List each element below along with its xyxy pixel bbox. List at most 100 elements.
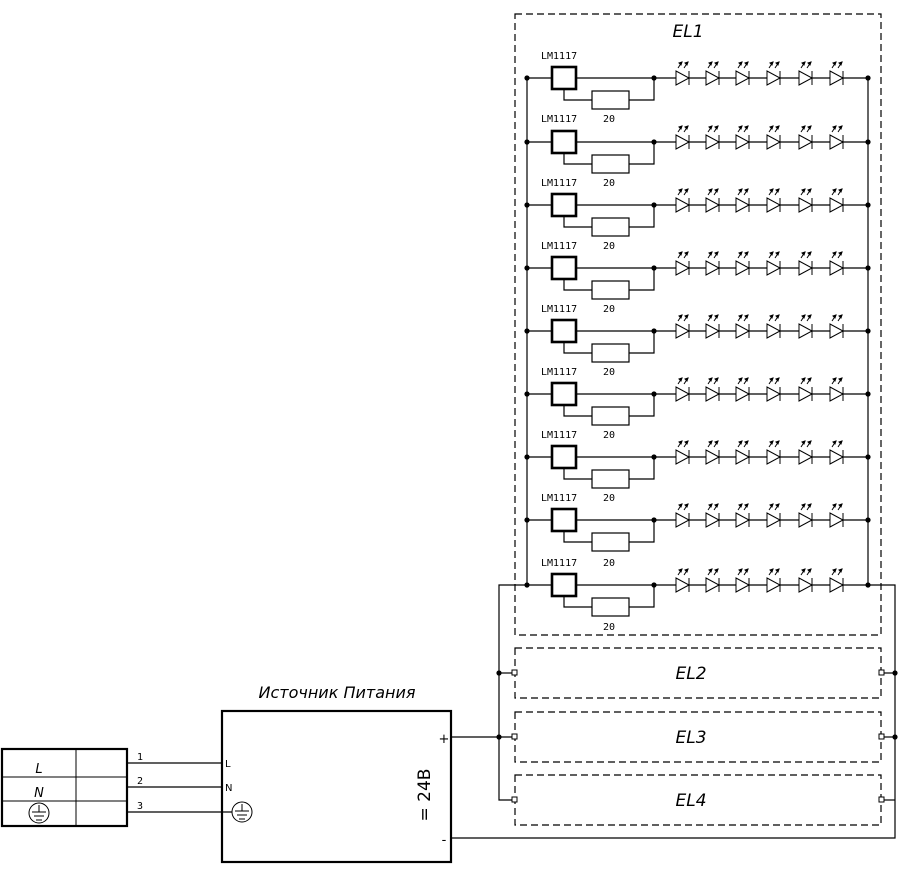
led-icon	[705, 125, 721, 150]
resistor-20	[591, 154, 630, 174]
resistor-lead	[563, 468, 592, 480]
led-icon	[735, 188, 751, 213]
led-icon	[829, 251, 845, 276]
led-icon	[766, 440, 782, 465]
led-icon	[798, 503, 814, 528]
psu-pin-n: N	[225, 783, 232, 794]
led-icon	[829, 314, 845, 339]
resistor-label: 20	[603, 241, 615, 252]
resistor-20	[591, 90, 630, 110]
led-icon	[766, 251, 782, 276]
resistor-lead	[563, 531, 592, 543]
wire-number-1: 1	[137, 752, 143, 763]
resistor-lead	[629, 520, 655, 543]
junction-dot	[651, 582, 657, 588]
led-icon	[766, 188, 782, 213]
led-icon	[735, 568, 751, 593]
junction-dot	[651, 517, 657, 523]
junction-dot	[865, 202, 871, 208]
junction-dot	[651, 391, 657, 397]
el1-frame	[514, 13, 882, 636]
led-icon	[675, 314, 691, 339]
psu-voltage: = 24В	[415, 769, 435, 822]
resistor-lead	[563, 596, 592, 608]
resistor-lead	[629, 142, 655, 165]
el4-label: EL4	[675, 791, 706, 811]
led-icon	[798, 377, 814, 402]
regulator-lm1117	[550, 381, 578, 407]
resistor-label: 20	[603, 114, 615, 125]
regulator-label: LM1117	[541, 304, 577, 315]
regulator-label: LM1117	[541, 114, 577, 125]
junction-dot	[651, 139, 657, 145]
junction-dot	[651, 265, 657, 271]
resistor-20	[591, 597, 630, 617]
resistor-lead	[563, 279, 592, 291]
led-icon	[675, 440, 691, 465]
resistor-label: 20	[603, 558, 615, 569]
resistor-lead	[563, 216, 592, 228]
resistor-lead	[629, 457, 655, 480]
regulator-lm1117	[550, 129, 578, 155]
led-icon	[829, 503, 845, 528]
resistor-label: 20	[603, 430, 615, 441]
regulator-label: LM1117	[541, 430, 577, 441]
junction-dot	[524, 75, 530, 81]
junction-dot	[524, 139, 530, 145]
junction-dots	[496, 670, 898, 740]
regulator-label: LM1117	[541, 558, 577, 569]
led-icon	[829, 440, 845, 465]
regulator-lm1117	[550, 507, 578, 533]
led-icon	[675, 251, 691, 276]
regulator-label: LM1117	[541, 367, 577, 378]
el2-label: EL2	[675, 664, 706, 684]
led-icon	[829, 125, 845, 150]
led-icon	[705, 61, 721, 86]
led-icon	[798, 188, 814, 213]
junction-dot	[865, 265, 871, 271]
el1-label: EL1	[672, 22, 703, 42]
junction-dot	[524, 454, 530, 460]
led-icon	[735, 440, 751, 465]
led-icon	[798, 568, 814, 593]
group-terminals	[511, 669, 885, 803]
led-icon	[735, 503, 751, 528]
junction-dot	[524, 517, 530, 523]
led-icon	[735, 251, 751, 276]
led-icon	[675, 188, 691, 213]
regulator-label: LM1117	[541, 51, 577, 62]
led-icon	[798, 314, 814, 339]
wire-number-2: 2	[137, 776, 143, 787]
led-icon	[675, 377, 691, 402]
terminal-block: L N	[0, 747, 129, 828]
led-icon	[766, 377, 782, 402]
resistor-label: 20	[603, 304, 615, 315]
regulator-lm1117	[550, 318, 578, 344]
resistor-20	[591, 532, 630, 552]
junction-dot	[524, 265, 530, 271]
resistor-lead	[563, 153, 592, 165]
led-icon	[766, 61, 782, 86]
led-icon	[735, 125, 751, 150]
led-icon	[766, 314, 782, 339]
led-branches	[524, 61, 871, 617]
led-icon	[766, 503, 782, 528]
resistor-lead	[563, 342, 592, 354]
regulator-lm1117	[550, 572, 578, 598]
junction-dot	[524, 328, 530, 334]
led-icon	[675, 503, 691, 528]
junction-dot	[865, 391, 871, 397]
resistor-label: 20	[603, 367, 615, 378]
led-icon	[735, 61, 751, 86]
led-icon	[705, 251, 721, 276]
junction-dot	[865, 517, 871, 523]
led-icon	[705, 314, 721, 339]
feed-wires	[127, 762, 232, 813]
terminal-ground-icon	[28, 802, 50, 824]
el3-label: EL3	[675, 728, 706, 748]
regulator-lm1117	[550, 192, 578, 218]
junction-dot	[651, 202, 657, 208]
resistor-lead	[563, 405, 592, 417]
psu-box	[220, 709, 453, 864]
